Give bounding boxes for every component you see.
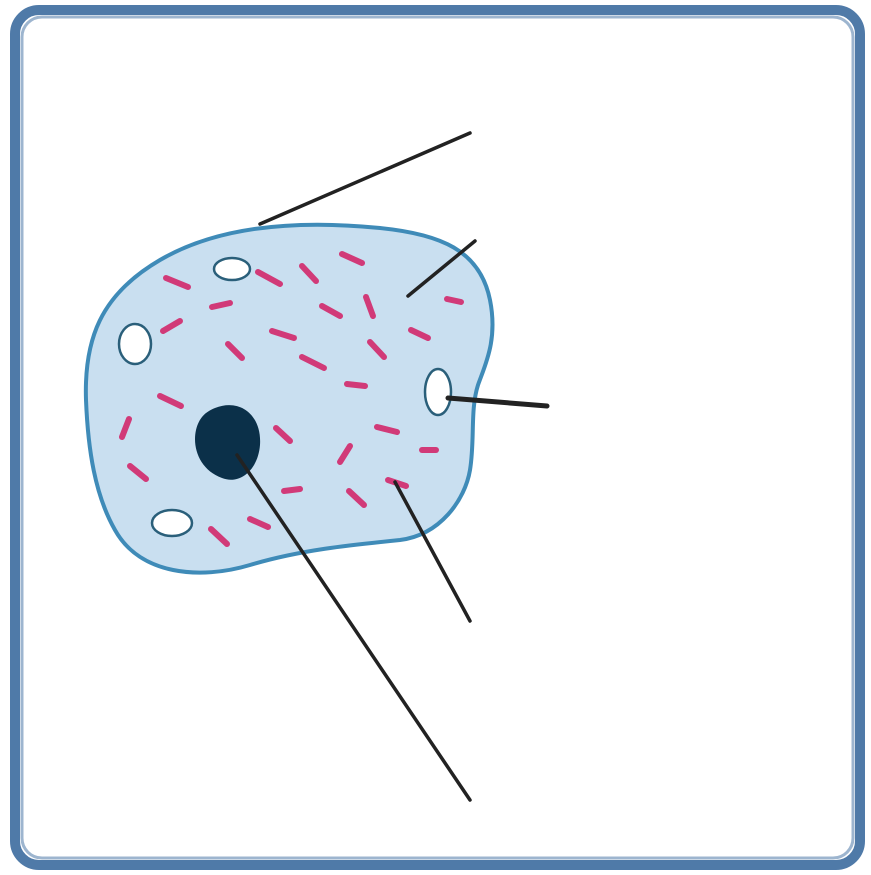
vacuole (152, 510, 192, 536)
vacuole (119, 324, 151, 364)
granule (347, 384, 365, 386)
vacuole (425, 369, 451, 415)
vacuole (214, 258, 250, 280)
granule (212, 303, 230, 307)
granule (447, 299, 461, 302)
granule (284, 489, 300, 491)
